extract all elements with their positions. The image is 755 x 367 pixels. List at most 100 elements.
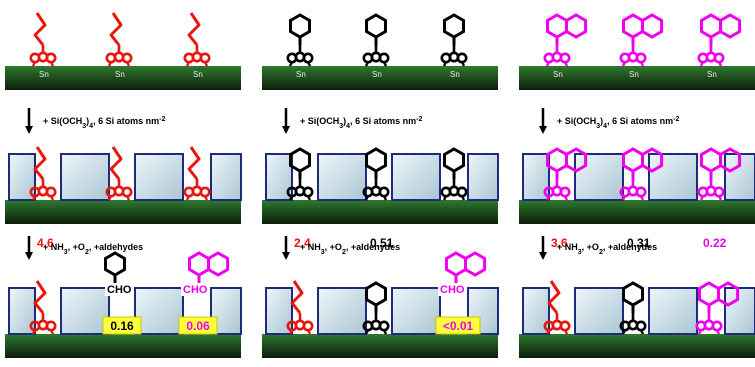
silica-pillar	[724, 287, 755, 335]
anchor-leg-left	[699, 195, 705, 201]
anchor-leg-left	[31, 329, 37, 335]
naphthaldehyde-ring-b	[464, 251, 487, 277]
naphthalene-ring-a	[622, 13, 644, 39]
naphthalene-ring-a	[698, 281, 720, 307]
oxygen-atom-right	[456, 52, 468, 64]
naphthalene-ring-b	[565, 147, 588, 173]
pore-benzyl-ligand	[286, 147, 314, 201]
anchor-leg-right	[49, 195, 55, 201]
anchor-leg-right	[563, 61, 569, 67]
silica-pillar	[8, 287, 36, 335]
oxygen-atom-right	[45, 320, 57, 332]
pore-naphthyl-ligand	[697, 147, 742, 201]
allyl-chain	[33, 146, 47, 180]
oxygen-atom-right	[199, 52, 211, 64]
pore-benzyl-ligand	[362, 147, 390, 201]
anchor-leg-right	[382, 61, 388, 67]
benzene-ring	[289, 13, 311, 39]
oxygen-atom-left	[697, 52, 709, 64]
grafted-benzyl-ligand	[362, 13, 390, 67]
oxygen-atom-right	[635, 186, 647, 198]
pore-allyl-ligand	[105, 146, 133, 201]
catalyst-surface	[5, 200, 241, 224]
silica-pillars-layer	[8, 153, 755, 335]
allyl-chain	[109, 12, 123, 46]
anchor-leg-left	[545, 329, 551, 335]
benzaldehyde-ring	[104, 251, 126, 277]
step-arrow-head	[539, 252, 547, 260]
anchor-leg-right	[639, 61, 645, 67]
oxygen-atom-left	[286, 52, 298, 64]
catalyst-surface	[262, 66, 498, 90]
anchor-leg-right	[306, 329, 312, 335]
result-value: 3.6	[551, 236, 568, 250]
oxygen-atom-left	[183, 186, 195, 198]
anchor-leg-left	[364, 61, 370, 67]
step-arrow-head	[25, 126, 33, 134]
tin-site-label: Sn	[372, 70, 382, 79]
oxygen-atom-right	[456, 186, 468, 198]
anchor-leg-left	[545, 195, 551, 201]
naphthaldehyde-ring-a	[188, 251, 210, 277]
oxygen-atom-right	[378, 186, 390, 198]
benzene-ring	[289, 147, 311, 173]
silica-pillar	[574, 153, 624, 201]
silica-pillar	[467, 153, 499, 201]
oxygen-atom-left	[183, 52, 195, 64]
oxygen-atom-left	[440, 52, 452, 64]
silica-pillar	[60, 287, 110, 335]
anchor-leg-right	[717, 195, 723, 201]
pore-naphthyl-ligand	[543, 147, 588, 201]
oxidation-step-caption: + NH3, +O2, +aldehydes	[43, 242, 143, 256]
anchor-leg-right	[49, 61, 55, 67]
anchor-leg-right	[203, 195, 209, 201]
result-value: 0.22	[703, 236, 727, 250]
oxidation-step-caption: + NH3, +O2, +aldehydes	[557, 242, 657, 256]
naphthaldehyde-ring-b	[207, 251, 230, 277]
oxygen-atom-left	[440, 186, 452, 198]
surfaces-layer	[5, 66, 755, 358]
oxygen-atom-right	[302, 186, 314, 198]
silicate-step-caption: + Si(OCH3)4, 6 Si atoms nm-2	[43, 116, 165, 130]
anchor-leg-right	[306, 61, 312, 67]
grafted-allyl-ligand	[29, 12, 57, 67]
oxygen-atom-right	[635, 320, 647, 332]
silica-pillar	[317, 287, 367, 335]
anchor-leg-right	[639, 329, 645, 335]
anchor-leg-right	[125, 195, 131, 201]
anchor-leg-right	[563, 195, 569, 201]
oxygen-atom-right	[121, 186, 133, 198]
anchor-leg-right	[125, 61, 131, 67]
anchor-leg-left	[185, 61, 191, 67]
naphthalene-ring-a	[622, 147, 644, 173]
oxygen-atom-right	[302, 320, 314, 332]
benzene-ring	[443, 13, 465, 39]
oxidation-step-caption: + NH3, +O2, +aldehydes	[300, 242, 400, 256]
naphthalene-ring-a	[700, 147, 722, 173]
allyl-chain	[109, 146, 123, 180]
oxygen-atom-left	[105, 186, 117, 198]
tin-site-label: Sn	[450, 70, 460, 79]
grafted-naphthyl-ligand	[619, 13, 664, 67]
oxidized-site-group	[29, 251, 230, 335]
silica-pillar	[391, 287, 441, 335]
oxygen-atom-left	[543, 52, 555, 64]
grafted-allyl-ligand	[183, 12, 211, 67]
naphthalene-ring-b	[565, 13, 588, 39]
oxygen-atom-right	[559, 186, 571, 198]
naphthalene-ring-b	[717, 281, 740, 307]
silica-pillar	[134, 153, 184, 201]
result-value: 0.16	[110, 319, 134, 333]
catalyst-surface	[519, 200, 755, 224]
tin-site-label: Sn	[707, 70, 717, 79]
silica-pillar	[648, 153, 698, 201]
oxygen-atom-right	[713, 52, 725, 64]
anchor-leg-right	[382, 329, 388, 335]
anchor-leg-left	[185, 195, 191, 201]
silicate-step-caption: + Si(OCH3)4, 6 Si atoms nm-2	[557, 116, 679, 130]
silica-pillar	[391, 153, 441, 201]
result-value: 2.4	[294, 236, 311, 250]
oxygen-atom-right	[378, 320, 390, 332]
anchor-leg-left	[364, 195, 370, 201]
